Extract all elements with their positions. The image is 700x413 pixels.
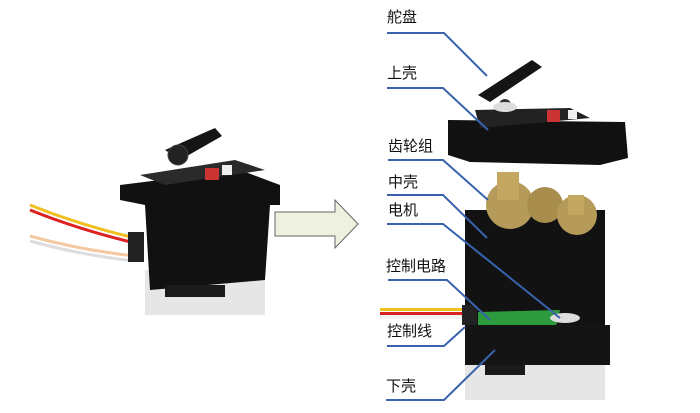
leader-gear-set: [388, 159, 489, 201]
label-control-wire: 控制线: [387, 322, 433, 340]
label-control-circuit: 控制电路: [386, 257, 447, 275]
leader-control-circuit: [388, 279, 491, 321]
assembled-servo: [29, 128, 280, 315]
leader-horn: [387, 32, 488, 77]
arrow-icon: [274, 198, 359, 250]
label-motor: 电机: [388, 201, 419, 219]
leader-motor: [387, 223, 561, 319]
leader-control-wire: [387, 326, 466, 347]
leader-lines: [386, 32, 561, 401]
leader-upper-case: [387, 87, 489, 131]
leader-lower-case: [386, 349, 496, 401]
label-horn: 舵盘: [387, 8, 418, 26]
label-gear-set: 齿轮组: [388, 137, 434, 155]
label-middle-case: 中壳: [388, 173, 419, 191]
label-upper-case: 上壳: [387, 64, 418, 82]
exploded-servo: [379, 60, 628, 400]
label-lower-case: 下壳: [386, 377, 417, 395]
leader-middle-case: [387, 194, 488, 239]
